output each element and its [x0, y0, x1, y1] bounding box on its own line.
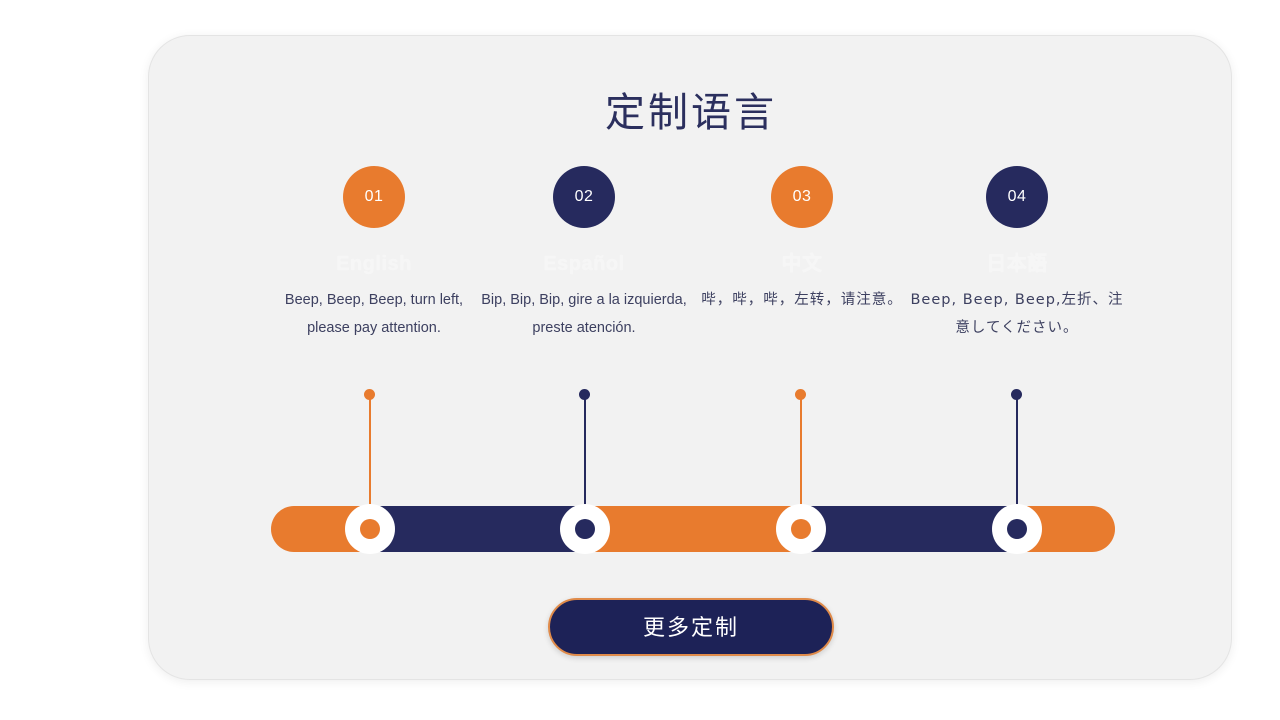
- step-number-badge-01: 01: [343, 166, 405, 228]
- content-card: 定制语言 01 English Beep, Beep, Beep, turn l…: [148, 35, 1232, 680]
- timeline-node-dot-03: [791, 519, 811, 539]
- timeline-segment-4: [801, 506, 1017, 552]
- language-column-02[interactable]: 02 Español Bip, Bip, Bip, gire a la izqu…: [469, 166, 699, 343]
- timeline-node-dot-04: [1007, 519, 1027, 539]
- cta-container: 更多定制: [149, 598, 1233, 656]
- timeline-node-04[interactable]: [992, 504, 1042, 554]
- step-number-badge-03: 03: [771, 166, 833, 228]
- language-column-04[interactable]: 04 日本語 Beep, Beep, Beep,左折、注意してください。: [902, 166, 1132, 343]
- timeline-segment-2: [369, 506, 585, 552]
- timeline-stem-04: [1016, 396, 1018, 529]
- timeline-node-03[interactable]: [776, 504, 826, 554]
- timeline-stem-dot-04: [1011, 389, 1022, 400]
- timeline-node-dot-02: [575, 519, 595, 539]
- more-customization-button[interactable]: 更多定制: [548, 598, 834, 656]
- language-name-03: 中文: [781, 253, 823, 275]
- language-name-04: 日本語: [986, 253, 1048, 275]
- timeline-stem-03: [800, 396, 802, 529]
- language-column-03[interactable]: 03 中文 哔，哔，哔，左转，请注意。: [687, 166, 917, 314]
- timeline-bar: [271, 506, 1115, 552]
- timeline-stem-dot-01: [364, 389, 375, 400]
- language-phrase-01: Beep, Beep, Beep, turn left, please pay …: [284, 292, 464, 337]
- timeline-stem-01: [369, 396, 371, 529]
- language-name-01: English: [336, 253, 412, 275]
- language-phrase-04: Beep, Beep, Beep,左折、注意してください。: [910, 292, 1124, 337]
- language-columns: 01 English Beep, Beep, Beep, turn left, …: [149, 36, 1233, 681]
- timeline-node-01[interactable]: [345, 504, 395, 554]
- timeline-node-02[interactable]: [560, 504, 610, 554]
- progress-timeline: [149, 36, 1233, 681]
- language-phrase-03: 哔，哔，哔，左转，请注意。: [701, 292, 903, 308]
- page-title: 定制语言: [605, 90, 777, 136]
- step-number-badge-04: 04: [986, 166, 1048, 228]
- timeline-node-dot-01: [360, 519, 380, 539]
- timeline-stem-dot-02: [579, 389, 590, 400]
- language-phrase-02: Bip, Bip, Bip, gire a la izquierda, pres…: [481, 292, 687, 337]
- step-number-badge-02: 02: [553, 166, 615, 228]
- language-column-01[interactable]: 01 English Beep, Beep, Beep, turn left, …: [259, 166, 489, 343]
- timeline-stem-dot-03: [795, 389, 806, 400]
- timeline-segment-3: [585, 506, 801, 552]
- language-name-02: Español: [543, 253, 625, 275]
- timeline-stem-02: [584, 396, 586, 529]
